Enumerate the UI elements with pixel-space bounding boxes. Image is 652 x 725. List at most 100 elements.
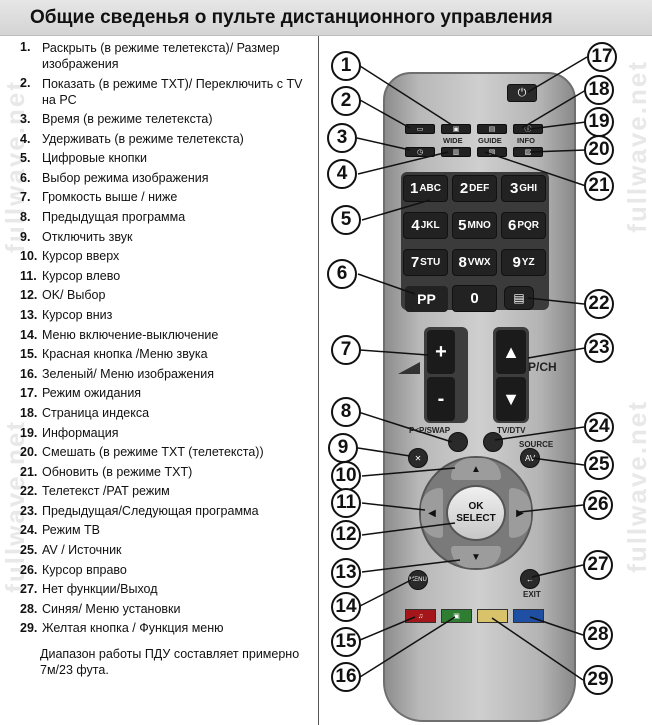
reveal-icon: ▭ <box>416 126 424 133</box>
channel-down-button[interactable]: ▼ <box>496 377 526 421</box>
mix-button[interactable]: ▨ <box>513 147 543 157</box>
teletext-button[interactable]: ▤ <box>504 286 534 310</box>
tv-dtv-button[interactable] <box>483 432 503 452</box>
picture-mode-button[interactable]: PP <box>405 286 448 312</box>
tv-dtv-label: TV/DTV <box>497 426 526 435</box>
volume-down-button[interactable]: - <box>427 377 455 421</box>
wide-icon: ▣ <box>452 126 460 133</box>
callout-4: 4 <box>327 159 357 189</box>
blue-button[interactable] <box>513 609 544 623</box>
item-number: 18. <box>20 405 38 420</box>
title-bar: Общие сведенья о пульте дистанционного у… <box>0 0 652 36</box>
callout-7: 7 <box>331 335 361 365</box>
wide-button[interactable]: ▣ <box>441 124 471 134</box>
item-text: Телетекст /PAT режим <box>42 484 170 499</box>
ok-label: OK <box>468 501 484 512</box>
digit: 6 <box>507 217 517 234</box>
item-number: 27. <box>20 582 38 597</box>
digit-0-button[interactable]: 0 <box>452 285 497 312</box>
sound-icon: ♫ <box>417 612 424 620</box>
item-number: 25. <box>20 543 38 558</box>
green-button[interactable]: ▣ <box>441 609 472 623</box>
item-text: Цифровые кнопки <box>42 151 148 166</box>
exit-label: EXIT <box>523 590 541 599</box>
picture-icon: ▣ <box>453 613 460 620</box>
item-text: Меню включение-выключение <box>42 327 219 342</box>
list-item: 20.Смешать (в режиме TXT (телетекста)) <box>20 443 316 463</box>
cursor-down-button[interactable]: ▼ <box>451 546 501 568</box>
callout-21: 21 <box>584 171 614 201</box>
exit-button[interactable]: ← <box>520 569 540 589</box>
digit-letters: GHI <box>519 183 538 194</box>
callout-1: 1 <box>331 51 361 81</box>
list-item: 8. Предыдущая программа <box>20 208 316 228</box>
list-item: 13.Курсор вниз <box>20 306 316 326</box>
list-item: 1. Раскрыть (в режиме телетекста)/ Размер… <box>20 38 316 74</box>
yellow-button[interactable] <box>477 609 508 623</box>
swap-label: P<P/SWAP <box>409 426 451 435</box>
callout-27: 27 <box>583 550 613 580</box>
reveal-button[interactable]: ▭ <box>405 124 435 134</box>
power-icon: ⏻ <box>517 86 527 99</box>
item-number: 8. <box>20 209 31 224</box>
digit-letters: JKL <box>420 220 440 231</box>
item-text: Режим ожидания <box>42 386 142 401</box>
list-item: 4.Удерживать (в режиме телетекста) <box>20 130 316 150</box>
digit-letters: ABC <box>419 183 441 194</box>
callout-28: 28 <box>583 620 613 650</box>
list-item: 6.Выбор режима изображения <box>20 169 316 189</box>
item-number: 20. <box>20 445 38 460</box>
list-item: 23.Предыдущая/Следующая программа <box>20 502 316 522</box>
list-item: 9.Отключить звук <box>20 228 316 248</box>
item-text: Раскрыть (в режиме телетекста)/ Размер и… <box>42 41 280 71</box>
list-item: 28.Синяя/ Меню установки <box>20 600 316 620</box>
info-button[interactable]: ⓘ <box>513 124 543 134</box>
channel-up-button[interactable]: ▲ <box>496 330 526 374</box>
item-text: Курсор вправо <box>42 562 127 577</box>
item-text: Удерживать (в режиме телетекста) <box>42 131 244 146</box>
item-number: 12. <box>20 288 38 303</box>
av-button[interactable]: AV <box>520 448 540 468</box>
callout-11: 11 <box>331 488 361 518</box>
hold-button[interactable]: ▥ <box>441 147 471 157</box>
standby-button[interactable]: ⏻ <box>507 84 537 102</box>
remote-body <box>383 72 576 722</box>
item-number: 26. <box>20 562 38 577</box>
mix-icon: ▨ <box>524 149 532 156</box>
item-text: Информация <box>42 425 119 440</box>
cursor-up-button[interactable]: ▲ <box>451 458 501 480</box>
time-button[interactable]: ◷ <box>405 147 435 157</box>
swap-button[interactable] <box>448 432 468 452</box>
digit: 7 <box>410 254 420 271</box>
callout-17: 17 <box>587 42 617 72</box>
volume-up-button[interactable]: + <box>427 330 455 374</box>
cursor-left-button[interactable]: ◀ <box>421 488 443 538</box>
item-number: 16. <box>20 366 38 381</box>
item-text: Нет функции/Выход <box>42 582 158 597</box>
info-label: INFO <box>517 136 535 145</box>
item-number: 13. <box>20 307 38 322</box>
cursor-right-button[interactable]: ▶ <box>509 488 531 538</box>
item-text: Курсор влево <box>42 268 121 283</box>
item-number: 1. <box>20 40 31 54</box>
guide-button[interactable]: ▤ <box>477 124 507 134</box>
item-text: Предыдущая программа <box>42 209 186 224</box>
callout-9: 9 <box>328 433 358 463</box>
menu-button[interactable]: MENU <box>408 570 428 590</box>
digit-letters: STU <box>420 257 441 268</box>
red-button[interactable]: ♫ <box>405 609 436 623</box>
update-button[interactable]: ▧ <box>477 147 507 157</box>
digit-letters: YZ <box>521 257 535 268</box>
mute-button[interactable]: ✕ <box>408 448 428 468</box>
item-number: 29. <box>20 621 38 636</box>
